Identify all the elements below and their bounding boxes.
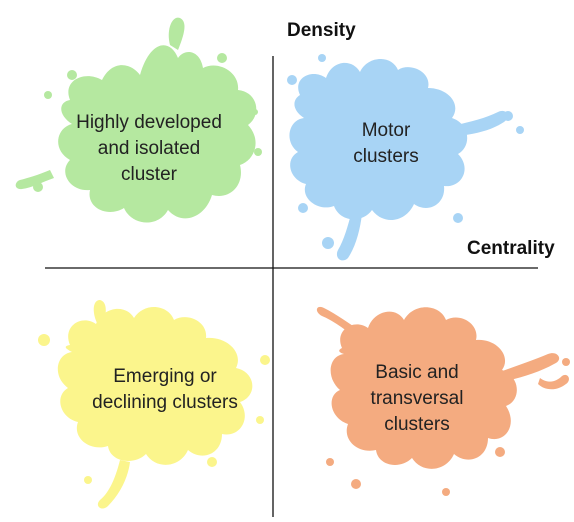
label-line: transversal	[370, 388, 464, 409]
label-line: Highly developed	[76, 112, 222, 133]
label-line: cluster	[121, 164, 177, 185]
label-line: Basic and	[375, 362, 459, 383]
quadrant-bottom-right-label: Basic and transversal clusters	[371, 360, 464, 438]
label-line: clusters	[384, 414, 450, 435]
label-line: Emerging or	[113, 366, 217, 387]
label-line: declining clusters	[92, 392, 238, 413]
y-axis-title: Density	[287, 20, 356, 41]
label-line: Motor	[361, 120, 411, 141]
label-line: and isolated	[97, 138, 201, 159]
quadrant-top-right-label: Motor clusters	[353, 118, 418, 170]
splash-top-right	[287, 54, 524, 261]
label-line: clusters	[353, 146, 419, 167]
splash-top-left	[15, 17, 262, 223]
splash-bottom-left	[38, 300, 270, 509]
quadrant-bottom-left-label: Emerging or declining clusters	[92, 364, 238, 416]
quadrant-top-left-label: Highly developed and isolated cluster	[76, 110, 222, 188]
splash-bottom-right	[316, 306, 570, 496]
x-axis-title: Centrality	[467, 238, 555, 259]
